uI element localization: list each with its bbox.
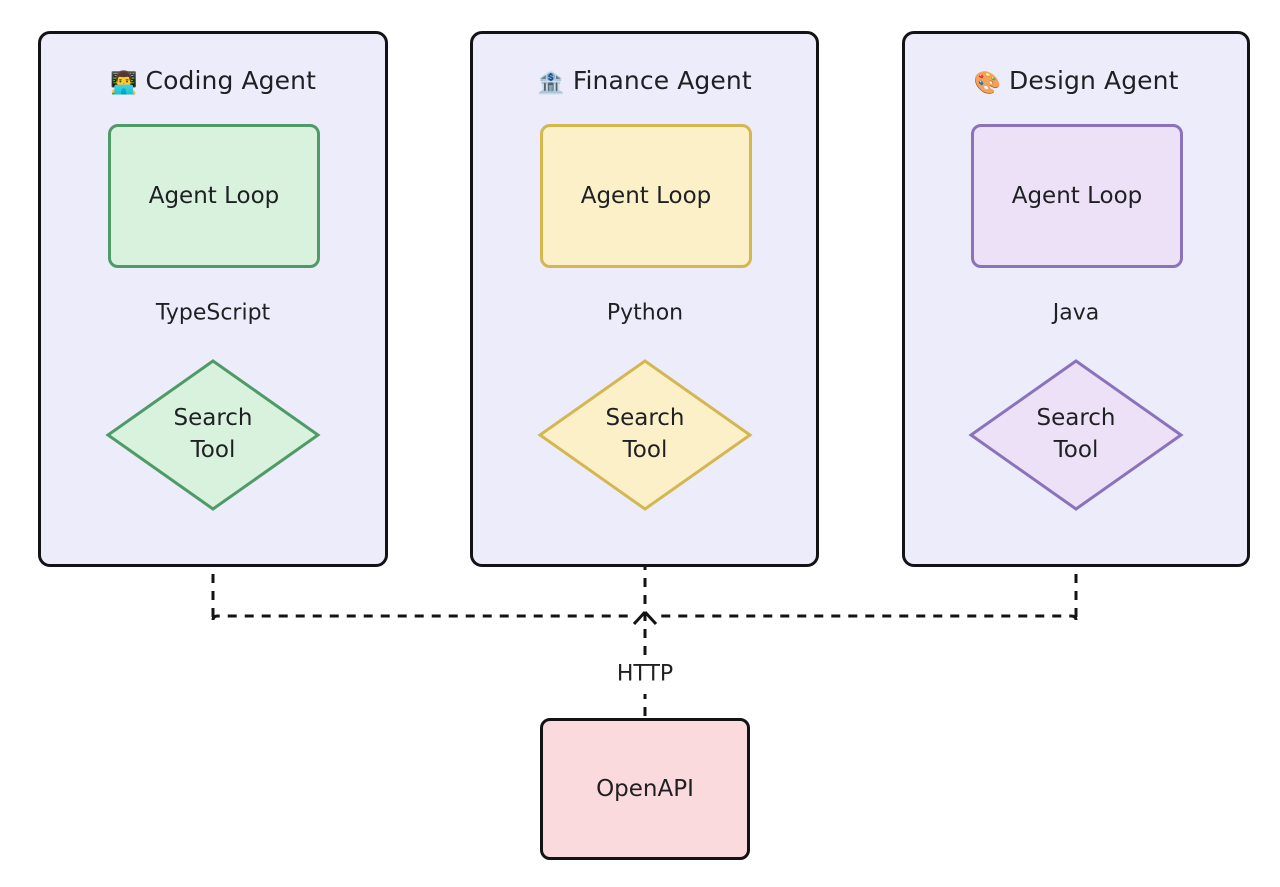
node-label-line-2: Tool: [1053, 437, 1099, 463]
node-coding-agent-loop[interactable]: Agent Loop: [108, 124, 320, 268]
edge-label-typescript: TypeScript: [156, 301, 270, 326]
node-label-line-2: Tool: [190, 437, 236, 463]
node-label: Agent Loop: [1011, 182, 1143, 209]
edge-label-http: HTTP: [617, 662, 673, 687]
node-label: Search Tool: [105, 358, 321, 512]
edge-label-text: Java: [1052, 300, 1100, 326]
diamond-shape: [105, 359, 321, 511]
node-coding-search-tool[interactable]: Search Tool: [105, 358, 321, 512]
palette-emoji: 🎨: [973, 71, 1001, 96]
edge-label-text: Python: [606, 300, 684, 326]
node-design-agent-loop[interactable]: Agent Loop: [971, 124, 1183, 268]
edge-label-java: Java: [1053, 301, 1099, 326]
subgraph-title-text: Coding Agent: [145, 66, 316, 95]
edge-label-python: Python: [607, 301, 683, 326]
subgraph-title-finance: 🏦 Finance Agent: [473, 66, 816, 96]
diamond-shape: [968, 359, 1184, 511]
diamond-shape: [537, 359, 753, 511]
node-label-line-2: Tool: [622, 437, 668, 463]
subgraph-title-text: Design Agent: [1009, 66, 1179, 95]
node-label: Search Tool: [537, 358, 753, 512]
node-design-search-tool[interactable]: Search Tool: [968, 358, 1184, 512]
node-finance-agent-loop[interactable]: Agent Loop: [540, 124, 752, 268]
node-finance-search-tool[interactable]: Search Tool: [537, 358, 753, 512]
bank-emoji: 🏦: [537, 71, 565, 96]
node-label-line-1: Search: [173, 405, 253, 432]
technologist-emoji: 👨‍💻: [110, 71, 138, 96]
node-label-line-1: Search: [1036, 405, 1116, 432]
node-label: Agent Loop: [148, 182, 280, 209]
subgraph-title-text: Finance Agent: [572, 66, 752, 95]
node-label-line-1: Search: [605, 405, 685, 432]
subgraph-title-coding: 👨‍💻 Coding Agent: [41, 66, 385, 96]
node-openapi[interactable]: OpenAPI: [540, 718, 750, 860]
edge-label-text: TypeScript: [155, 300, 271, 326]
node-label: Agent Loop: [580, 182, 712, 209]
subgraph-title-design: 🎨 Design Agent: [905, 66, 1247, 96]
node-label: OpenAPI: [596, 775, 694, 802]
node-label: Search Tool: [968, 358, 1184, 512]
edge-label-text: HTTP: [616, 661, 674, 687]
